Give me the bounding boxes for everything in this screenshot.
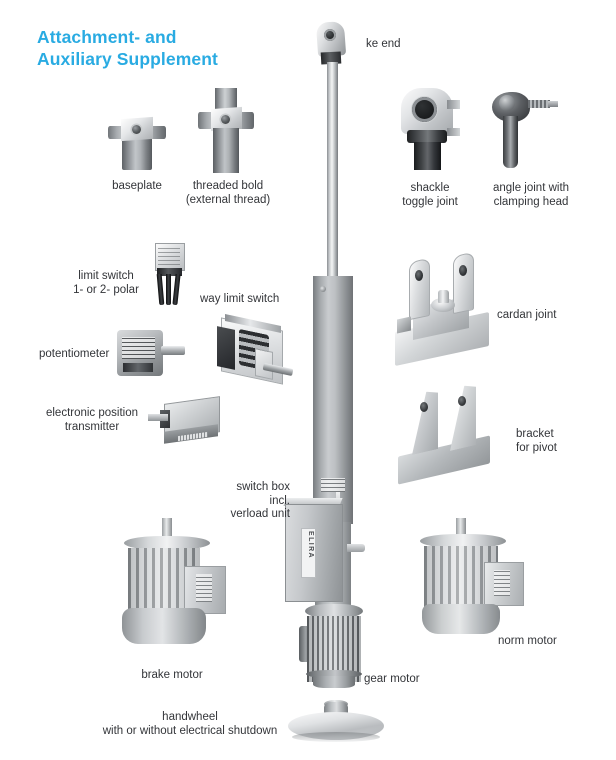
label-yoke-end: ke end	[366, 38, 401, 50]
angle-joint-image	[492, 92, 562, 168]
cardan-joint-pin	[438, 290, 449, 303]
bracket-web-left	[412, 389, 438, 455]
gear-motor-band	[306, 670, 362, 678]
actuator-piston-rod	[327, 62, 338, 280]
potentiometer-terminal-block	[123, 363, 153, 372]
baseplate-body	[122, 137, 152, 170]
potentiometer-shaft	[161, 346, 185, 355]
brake-motor-flange	[124, 536, 210, 550]
potentiometer-label	[122, 337, 155, 359]
gear-motor-end-cap	[313, 676, 355, 688]
threaded-bolt-image	[198, 88, 254, 173]
switch-box-nameplate: ELIRA	[301, 528, 316, 578]
limit-switch-image	[148, 243, 190, 306]
brake-motor-image	[108, 518, 230, 646]
label-electronic-position-transmitter: electronic position transmitter	[45, 407, 139, 433]
cardan-joint-arm-left	[409, 257, 430, 321]
page-title: Attachment- and Auxiliary Supplement	[37, 27, 218, 69]
label-limit-switch: limit switch 1- or 2- polar	[73, 270, 139, 296]
limit-switch-wire	[166, 274, 171, 305]
angle-joint-shank	[503, 116, 518, 168]
label-angle-joint: angle joint with clamping head	[492, 182, 570, 208]
shackle-ear-upper	[447, 100, 460, 109]
limit-switch-base	[157, 268, 182, 276]
norm-motor-shaft	[456, 518, 466, 538]
switch-box-side-connector	[347, 544, 365, 552]
brake-motor-brake-drum	[122, 608, 206, 644]
cardan-joint-bore-left	[415, 270, 423, 281]
shackle-ear-lower	[447, 128, 460, 136]
threaded-bolt-boss	[221, 115, 230, 124]
shackle-toggle-joint-image	[395, 88, 465, 170]
cardan-joint-hub	[431, 298, 455, 312]
norm-motor-image	[408, 518, 526, 642]
switch-box-brand-text: ELIRA	[307, 531, 314, 559]
label-potentiometer: potentiometer	[39, 348, 110, 360]
label-cardan-joint: cardan joint	[497, 309, 557, 321]
norm-motor-end-cap	[422, 604, 500, 634]
brake-motor-shaft	[162, 518, 172, 540]
norm-motor-nameplate	[494, 570, 510, 596]
norm-motor-flange	[420, 534, 506, 548]
handwheel-image	[288, 700, 384, 746]
cardan-joint-bore-right	[459, 265, 467, 276]
label-shackle-toggle-joint: shackle toggle joint	[402, 182, 458, 208]
bracket-bore-left	[420, 402, 428, 412]
shackle-bore	[412, 97, 437, 122]
threaded-bolt-upper-rod	[215, 88, 237, 112]
way-limit-switch-image	[211, 314, 295, 390]
bracket-bore-right	[458, 396, 466, 406]
limit-switch-label	[158, 247, 180, 265]
transmitter-shaft	[148, 414, 168, 421]
label-gear-motor: gear motor	[364, 673, 420, 685]
label-threaded-bolt: threaded bold (external thread)	[185, 180, 271, 206]
shackle-neck	[407, 130, 447, 143]
baseplate-boss	[132, 125, 141, 134]
label-norm-motor: norm motor	[498, 635, 557, 647]
label-handwheel: handwheel with or without electrical shu…	[102, 711, 278, 737]
brake-motor-nameplate	[196, 574, 212, 602]
limit-switch-wire	[172, 273, 181, 306]
handwheel-rim	[292, 732, 380, 742]
label-way-limit-switch: way limit switch	[200, 293, 280, 305]
electronic-position-transmitter-image	[148, 396, 222, 448]
actuator-nameplate	[321, 478, 345, 492]
shackle-base	[414, 142, 441, 170]
actuator-tube-screw	[320, 286, 326, 292]
bracket-web-right	[450, 383, 476, 451]
cardan-joint-arm-right	[453, 251, 474, 315]
angle-joint-stud-tip	[548, 101, 558, 107]
gear-motor-flange	[305, 604, 363, 618]
linear-actuator-assembly-image: ELIRA	[283, 21, 375, 688]
label-switch-box: switch box incl. verload unit	[230, 481, 290, 520]
threaded-bolt-lower-rod	[213, 128, 239, 173]
bracket-baseplate	[398, 435, 490, 485]
cardan-joint-image	[395, 251, 489, 366]
baseplate-image	[108, 108, 166, 170]
label-brake-motor: brake motor	[141, 669, 203, 681]
angle-joint-cap	[499, 95, 515, 111]
way-limit-switch-contact-block	[217, 326, 235, 370]
angle-joint-threaded-stud	[528, 100, 550, 108]
limit-switch-wire	[156, 273, 165, 306]
bracket-for-pivot-image	[398, 389, 490, 485]
potentiometer-image	[117, 330, 185, 378]
label-bracket-for-pivot: bracket for pivot	[516, 428, 557, 454]
label-baseplate: baseplate	[112, 180, 162, 192]
cardan-joint-bolt	[397, 316, 411, 334]
